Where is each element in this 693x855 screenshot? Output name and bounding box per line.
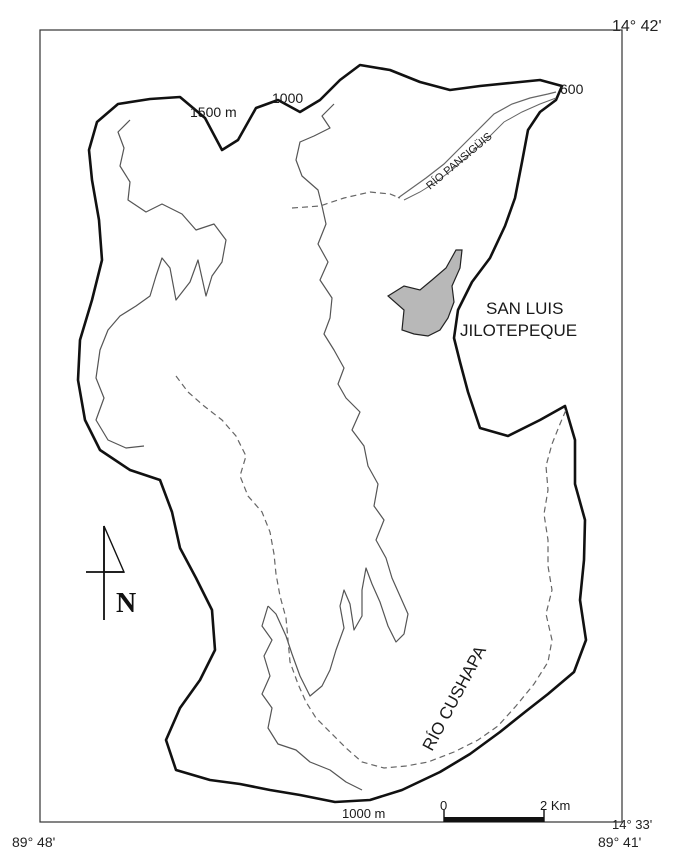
contour-600-label: 600: [560, 81, 584, 97]
town-shape: [386, 249, 463, 337]
watershed-boundary: [76, 63, 588, 804]
contour-1000: [267, 103, 409, 697]
contour-1000-bottom-label: 1000 m: [342, 806, 385, 821]
contour-1000-south: [261, 605, 363, 791]
contour-1500: [95, 119, 227, 449]
scale-bar: 0 2 Km: [440, 798, 570, 822]
river-pansiguis-bank: [403, 97, 557, 201]
town-label-line1: SAN LUIS: [486, 299, 563, 318]
north-arrow-head: [103, 525, 126, 573]
river-cushapa-label: RÍO CUSHAPA: [419, 642, 490, 754]
longitude-left-label: 89° 48': [12, 834, 56, 850]
dashed-divide-north: [291, 191, 401, 209]
north-arrow-label: N: [116, 588, 136, 619]
map-frame: [39, 29, 623, 823]
river-pansiguis-label: RÍO PANSIGÜIS: [424, 130, 495, 192]
scale-bar-bar: [444, 817, 544, 822]
town-label-line2: JILOTEPEQUE: [460, 321, 577, 340]
river-pansiguis: [397, 91, 557, 199]
north-arrow: N: [86, 525, 136, 620]
contour-1000-top-label: 1000: [272, 90, 303, 106]
scale-bar-start-label: 0: [440, 798, 447, 813]
longitude-right-label: 89° 41': [598, 834, 642, 850]
contour-1500-label: 1500 m: [190, 104, 237, 120]
latitude-top-label: 14° 42': [612, 18, 662, 35]
scale-bar-end-label: 2 Km: [540, 798, 570, 813]
river-cushapa: [175, 375, 567, 769]
